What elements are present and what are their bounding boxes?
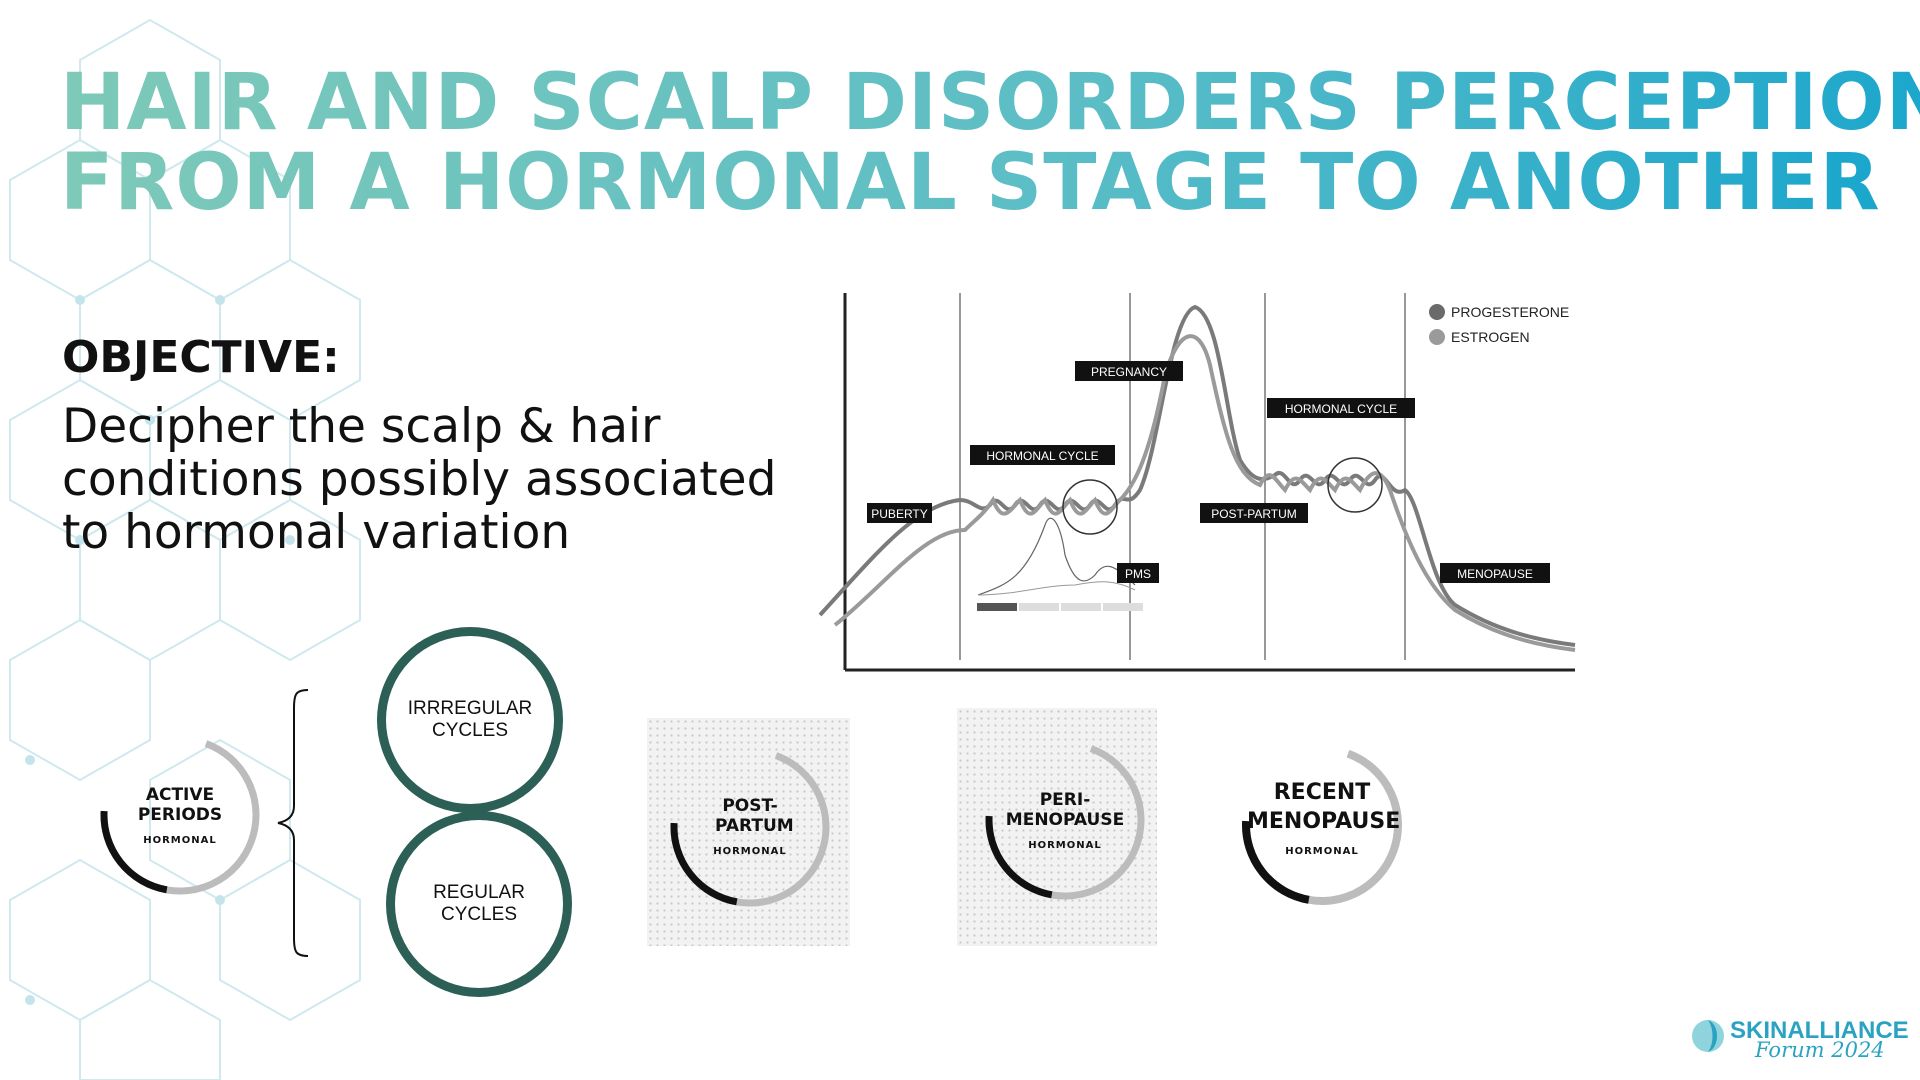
label-pregnancy: PREGNANCY bbox=[1091, 365, 1167, 379]
regular-cycles-label: REGULAR CYCLES bbox=[433, 882, 525, 925]
peri-menopause-sub: HORMONAL bbox=[1028, 840, 1102, 851]
legend-progesterone: PROGESTERONE bbox=[1451, 304, 1569, 320]
recent-menopause-sub: HORMONAL bbox=[1285, 846, 1359, 857]
skinalliance-logo-icon bbox=[1692, 1020, 1724, 1052]
legend-progesterone-marker bbox=[1429, 304, 1445, 320]
regular-cycles-ring: REGULAR CYCLES bbox=[386, 811, 572, 997]
post-partum-title: POST-PARTUM bbox=[715, 796, 794, 836]
label-hormonal-cycle-1: HORMONAL CYCLE bbox=[986, 449, 1098, 463]
label-post-partum: POST-PARTUM bbox=[1211, 507, 1297, 521]
post-partum-label: POST-PARTUM HORMONAL bbox=[685, 796, 815, 857]
hormone-curves-diagram: PUBERTY HORMONAL CYCLE PREGNANCY HORMONA… bbox=[818, 293, 1576, 672]
recent-menopause-title: RECENT MENOPAUSE bbox=[1247, 780, 1401, 834]
active-periods-label: ACTIVE PERIODS HORMONAL bbox=[115, 785, 245, 846]
active-periods-ring bbox=[100, 735, 260, 895]
active-periods-title: ACTIVE PERIODS bbox=[137, 785, 223, 825]
page-title-line-2: FROM A HORMONAL STAGE TO ANOTHER bbox=[60, 138, 1881, 228]
irregular-cycles-ring: IRRREGULAR CYCLES bbox=[377, 627, 563, 813]
irregular-cycles-label: IRRREGULAR CYCLES bbox=[407, 698, 533, 741]
legend-estrogen-marker bbox=[1429, 329, 1445, 345]
logo-name: SKINALLIANCE bbox=[1730, 1017, 1909, 1044]
bracket bbox=[277, 689, 309, 957]
recent-menopause-ring bbox=[1242, 745, 1402, 905]
active-periods-sub: HORMONAL bbox=[143, 835, 217, 846]
objective-text: Decipher the scalp & hair conditions pos… bbox=[62, 399, 777, 560]
peri-menopause-title: PERI-MENOPAUSE bbox=[1005, 790, 1125, 830]
label-pms: PMS bbox=[1125, 567, 1151, 581]
estrogen-curve bbox=[833, 334, 1576, 652]
label-hormonal-cycle-2: HORMONAL CYCLE bbox=[1285, 402, 1397, 416]
label-puberty: PUBERTY bbox=[871, 507, 927, 521]
post-partum-texture bbox=[647, 718, 850, 946]
legend-estrogen: ESTROGEN bbox=[1451, 329, 1530, 345]
recent-menopause-label: RECENT MENOPAUSE HORMONAL bbox=[1242, 778, 1402, 857]
peri-menopause-label: PERI-MENOPAUSE HORMONAL bbox=[990, 790, 1140, 851]
logo-sub: Forum 2024 bbox=[1755, 1038, 1885, 1062]
post-partum-ring bbox=[670, 747, 830, 907]
page-title-line-1: HAIR AND SCALP DISORDERS PERCEPTION bbox=[60, 64, 1920, 142]
progesterone-curve bbox=[818, 304, 1576, 647]
peri-menopause-ring bbox=[985, 740, 1145, 900]
label-menopause: MENOPAUSE bbox=[1457, 567, 1533, 581]
post-partum-sub: HORMONAL bbox=[713, 846, 787, 857]
objective-heading: OBJECTIVE: bbox=[62, 332, 340, 383]
